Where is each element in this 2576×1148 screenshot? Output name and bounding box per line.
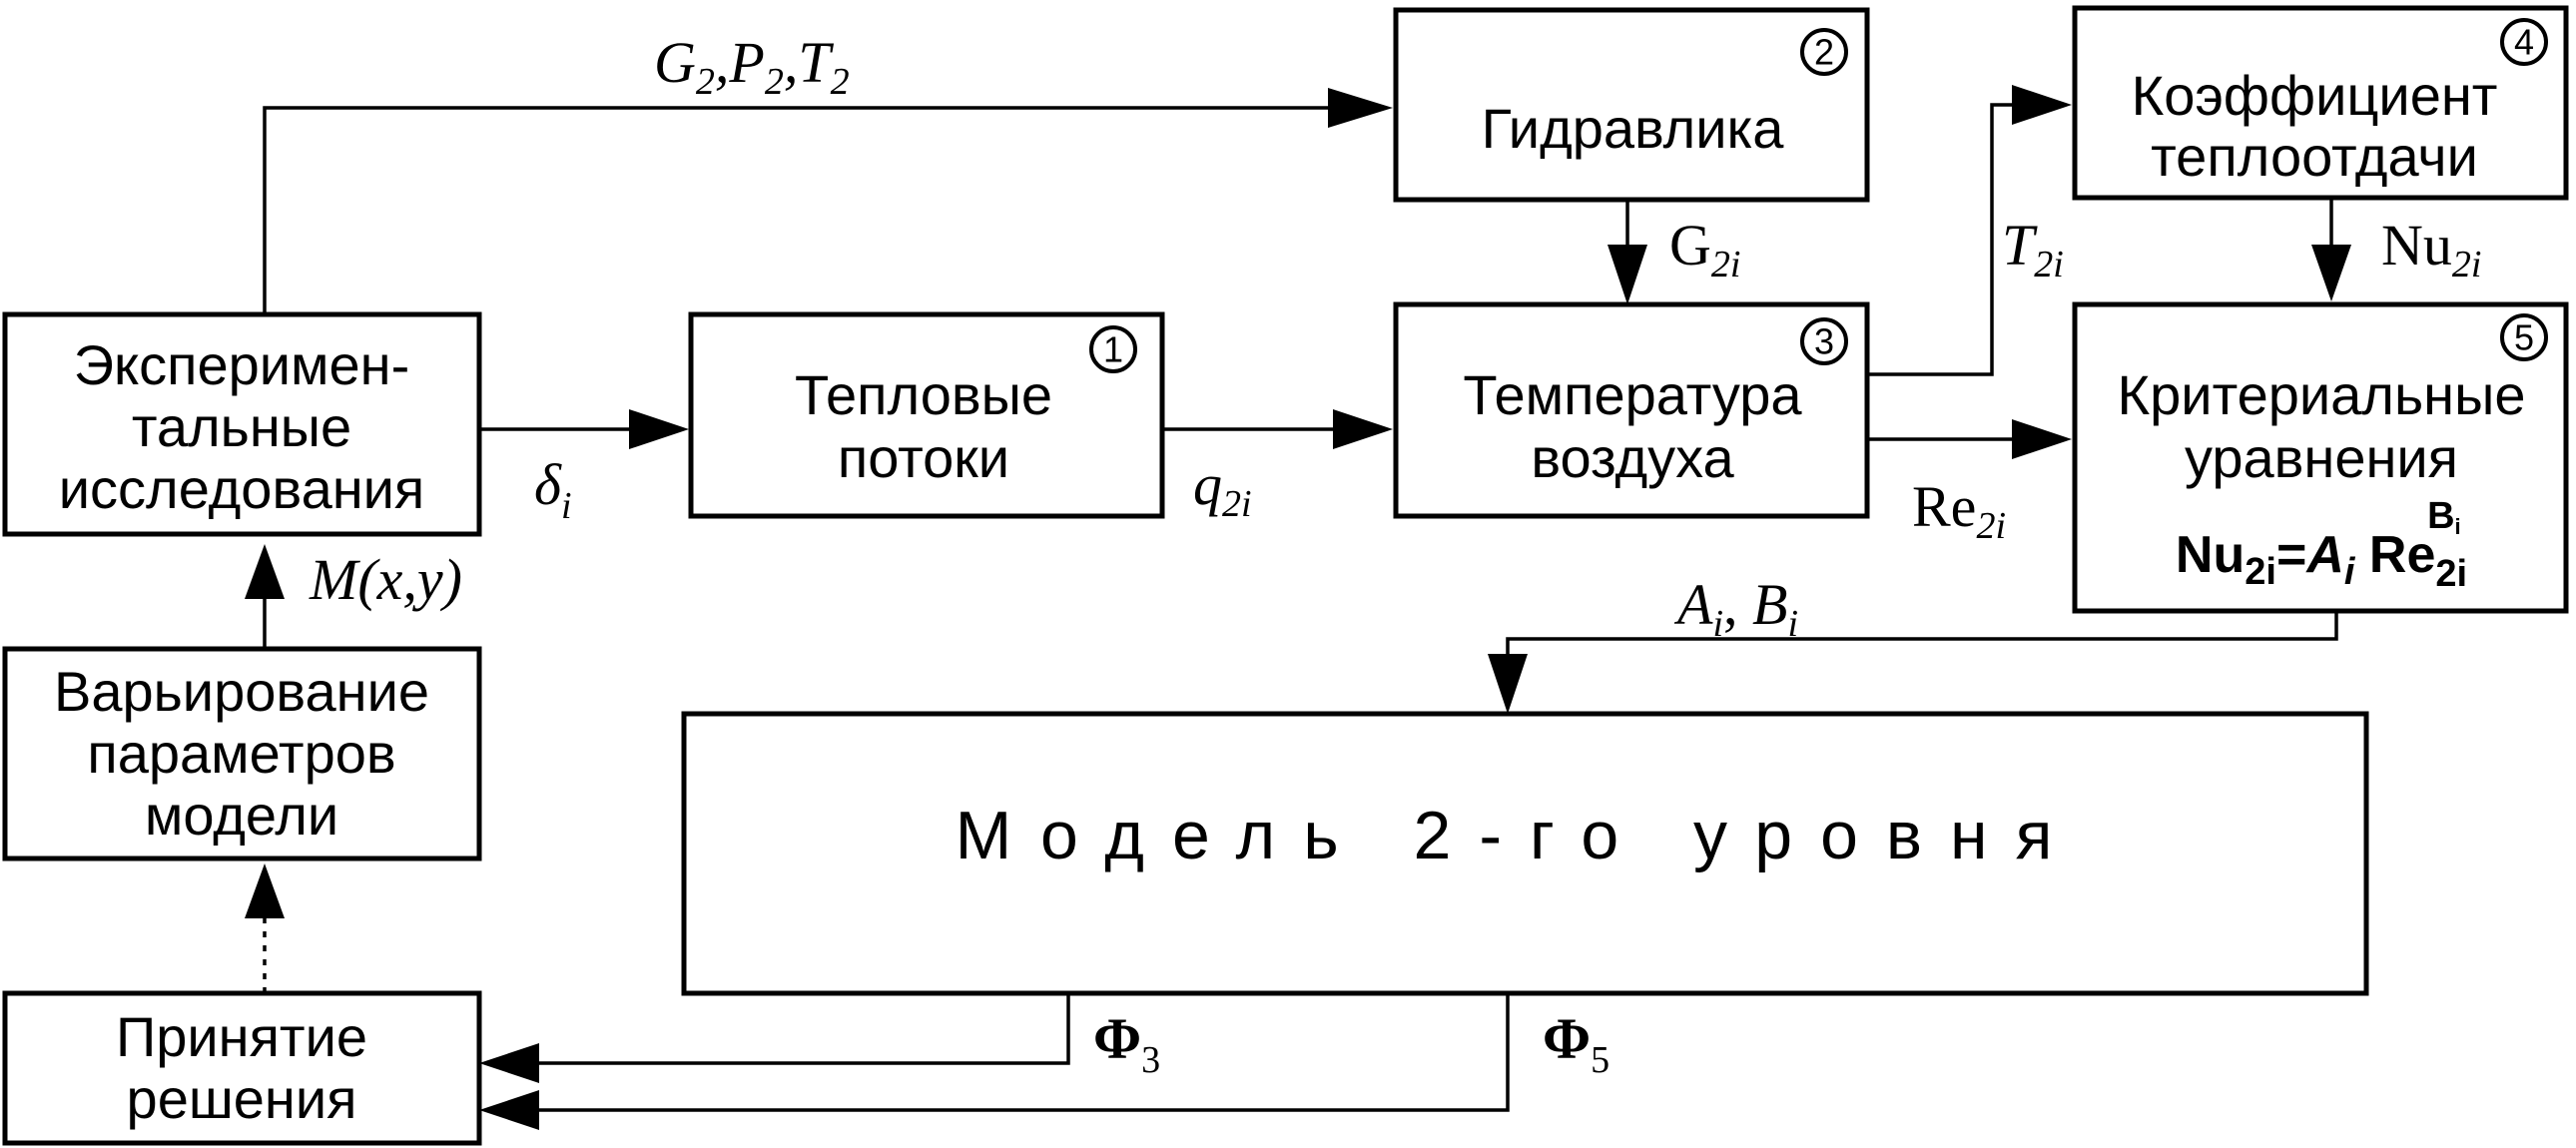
- formula-re: Re: [2354, 526, 2435, 584]
- number-circle-2: [1800, 28, 1848, 76]
- block-variation-line-1: Варьирование: [54, 660, 429, 723]
- block-model: Модель 2-го уровня: [681, 711, 2369, 996]
- arrowhead-to-hydraulics: [1328, 88, 1393, 128]
- block-heat-flows-line-1: Тепловые: [795, 363, 1052, 426]
- arrowhead-to-heatflows: [629, 409, 689, 449]
- block-experiment-line-2: тальные: [132, 395, 351, 458]
- connector-model-decision-phi3: [539, 993, 1070, 1065]
- block-coefficient-line-1: Коэффициент: [2132, 64, 2498, 127]
- block-criteria-line-1: Критериальные: [2118, 363, 2526, 426]
- block-model-title: Модель 2-го уровня: [956, 798, 2081, 873]
- label-re2i: Re2i: [1912, 474, 2006, 547]
- formula-a: A: [2304, 526, 2344, 584]
- block-experiment: Эксперимен- тальные исследования: [2, 311, 482, 537]
- block-decision: Принятие решения: [2, 990, 482, 1146]
- label-delta-i: δi: [534, 452, 572, 527]
- block-heat-transfer-coefficient: 4 Коэффициент теплоотдачи: [2072, 5, 2569, 201]
- arrowhead-down-to-criteria: [2311, 245, 2351, 301]
- arrowhead-down-to-temperature: [1608, 245, 1647, 304]
- connector-experiment-hydraulics: [263, 106, 1328, 314]
- label-t2i: T2i: [2002, 213, 2064, 286]
- label-phi5: Φ5: [1543, 1006, 1610, 1081]
- block-criteria-number: 5: [2514, 317, 2534, 358]
- label-m-x-y: M(x,y): [309, 547, 462, 612]
- formula-a-sub: i: [2344, 551, 2356, 593]
- number-circle-3: [1800, 317, 1848, 365]
- formula-re-sup-sub: i: [2455, 514, 2461, 539]
- arrowhead-to-temperature: [1333, 409, 1393, 449]
- block-coefficient-number: 4: [2514, 22, 2534, 63]
- label-nu2i: Nu2i: [2381, 213, 2481, 286]
- block-variation-line-3: модели: [145, 784, 338, 847]
- block-air-temperature: 3 Температура воздуха: [1393, 301, 1870, 519]
- formula-re-sup: B: [2427, 495, 2454, 537]
- label-q2i: q2i: [1193, 452, 1252, 525]
- block-heat-flows-line-2: потоки: [838, 426, 1009, 489]
- connector-temperature-coefficient: [1867, 103, 2012, 376]
- block-experiment-line-1: Эксперимен-: [74, 333, 410, 396]
- formula-re-sub: 2i: [2435, 553, 2467, 595]
- block-decision-line-1: Принятие: [116, 1005, 367, 1068]
- formula-eq: =: [2276, 526, 2306, 584]
- block-hydraulics-line-1: Гидравлика: [1482, 97, 1785, 160]
- block-hydraulics: 2 Гидравлика: [1393, 7, 1870, 203]
- arrowhead-up-to-variation: [245, 863, 285, 918]
- formula-nu-sub: 2i: [2245, 551, 2276, 593]
- block-air-temperature-line-2: воздуха: [1531, 426, 1734, 489]
- arrowhead-up-to-experiment: [245, 544, 285, 599]
- formula-nu: Nu: [2176, 526, 2245, 584]
- block-criteria-equations: 5 Критериальные уравнения Nu2i=Ai Re2iBi: [2072, 301, 2569, 614]
- arrowhead-phi3-to-decision: [479, 1043, 539, 1083]
- block-experiment-line-3: исследования: [59, 457, 425, 520]
- number-circle-1: [1089, 325, 1137, 373]
- arrowhead-phi5-to-decision: [479, 1090, 539, 1130]
- block-air-temperature-line-1: Температура: [1463, 363, 1802, 426]
- label-g2-p2-t2: G2,P2,T2: [654, 30, 850, 103]
- block-variation: Варьирование параметров модели: [2, 646, 482, 861]
- block-hydraulics-number: 2: [1814, 32, 1834, 73]
- block-variation-line-2: параметров: [87, 722, 395, 785]
- label-g2i: G2i: [1669, 213, 1740, 286]
- number-circle-4: [2500, 18, 2548, 66]
- label-ai-bi: Ai, Bi: [1673, 572, 1798, 645]
- block-heat-flows-number: 1: [1103, 329, 1123, 370]
- label-phi3: Φ3: [1093, 1006, 1160, 1081]
- criteria-formula: Nu2i=Ai Re2iBi: [2176, 495, 2467, 595]
- block-decision-line-2: решения: [127, 1067, 357, 1130]
- arrowhead-to-coefficient: [2012, 85, 2072, 125]
- arrowhead-to-criteria: [2012, 419, 2072, 459]
- block-heat-flows: 1 Тепловые потоки: [688, 311, 1165, 519]
- number-circle-5: [2500, 313, 2548, 361]
- block-air-temperature-number: 3: [1814, 321, 1834, 362]
- connector-criteria-model: [1506, 611, 2338, 654]
- connector-model-decision-phi5: [539, 993, 1510, 1112]
- block-criteria-line-2: уравнения: [2185, 426, 2458, 489]
- arrowhead-down-to-model: [1488, 654, 1528, 714]
- block-coefficient-line-2: теплоотдачи: [2151, 125, 2478, 188]
